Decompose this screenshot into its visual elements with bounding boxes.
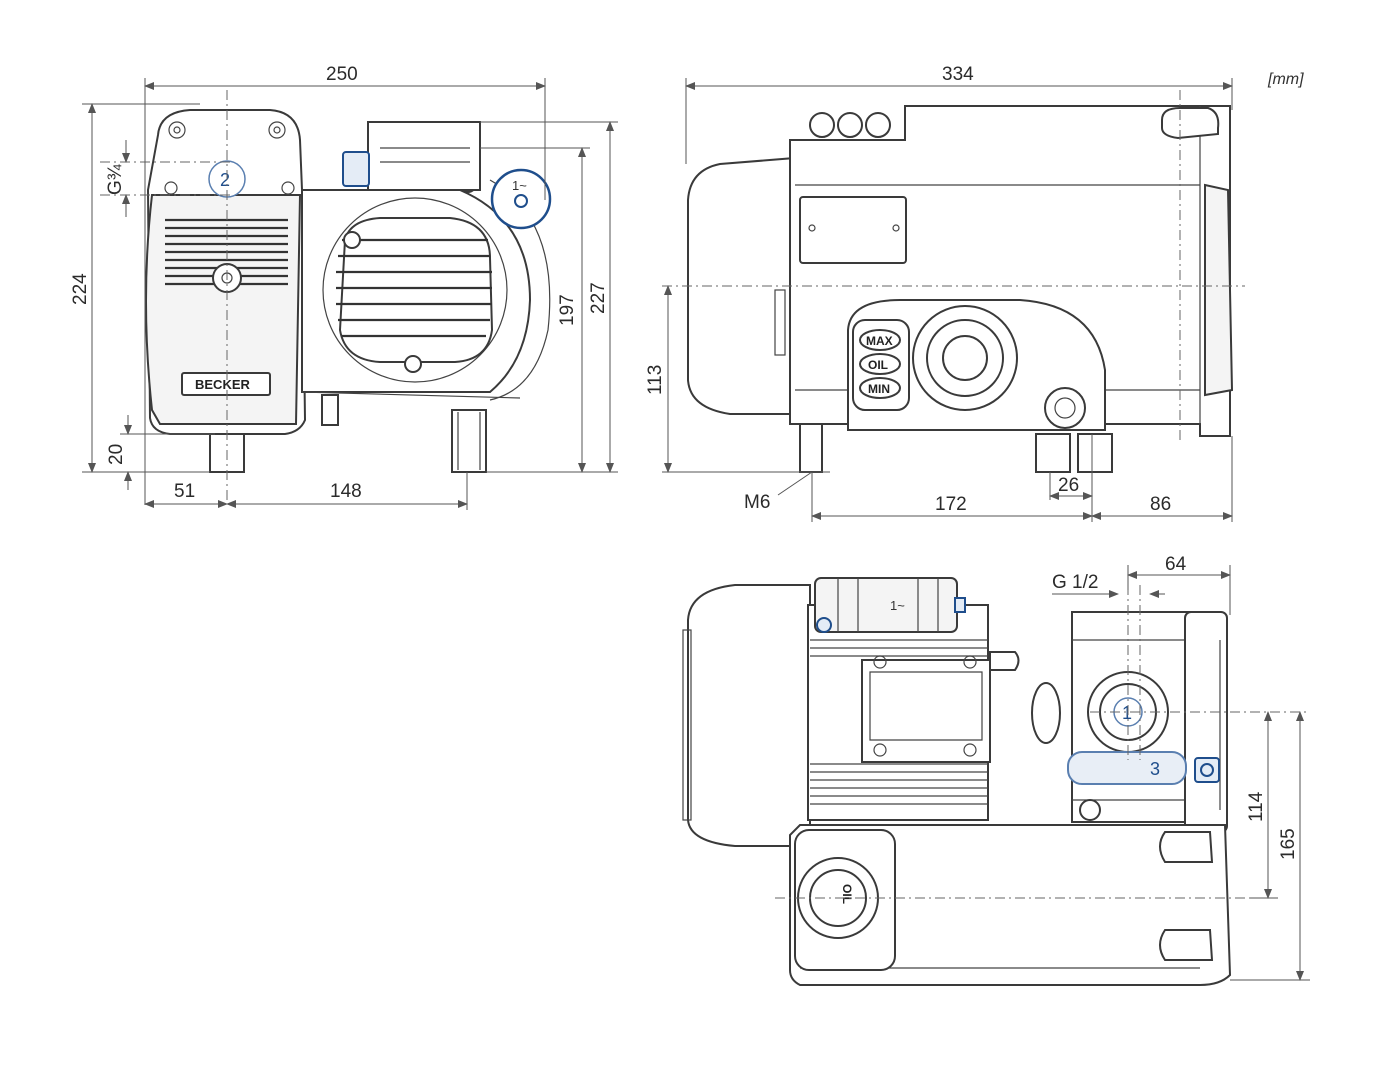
dim-165: 165 [1278,828,1299,860]
dim-224: 224 [70,273,91,305]
port-1-label: 1 [1122,703,1132,723]
motor-fins [336,238,492,338]
brand-plate [181,372,271,396]
port-3-fitting [1067,751,1187,785]
port-2-label: 2 [220,170,230,190]
units-label: [mm] [1267,71,1304,88]
brand-logo: BECKER [195,377,251,392]
oil-cap-label: OIL [840,884,854,904]
dim-113: 113 [645,365,666,395]
capacitor-circle [490,168,552,230]
dim-227: 227 [588,282,609,314]
top-view: 1~ 1 3 OIL [682,554,1310,986]
dim-197: 197 [557,294,578,326]
dim-26: 26 [1058,475,1079,496]
thread-m6: M6 [744,492,770,513]
dim-86: 86 [1150,494,1171,515]
gauge-min: MIN [868,382,890,396]
front-view: 2 BECKER [70,64,618,510]
dim-148: 148 [330,481,362,502]
top-capacitor [814,577,958,633]
dim-114: 114 [1246,791,1267,822]
gauge-oil: OIL [868,358,888,372]
front-motor-label: 1~ [512,178,527,193]
top-motor-label: 1~ [890,598,905,613]
dim-g34: G¾ [105,163,126,195]
dim-20: 20 [106,444,127,465]
dim-334: 334 [942,64,974,85]
thread-g12: G 1/2 [1052,572,1098,593]
dim-250: 250 [326,64,358,85]
nameplate [799,196,907,264]
dim-172: 172 [935,494,967,515]
side-view: MAX OIL MIN 334 113 172 86 26 [645,64,1245,522]
cable-gland [342,151,370,187]
top-motor-fins [810,639,988,805]
dim-51: 51 [174,481,195,502]
dim-64: 64 [1165,554,1187,575]
gauge-max: MAX [866,334,893,348]
port-3-label: 3 [1150,759,1160,779]
